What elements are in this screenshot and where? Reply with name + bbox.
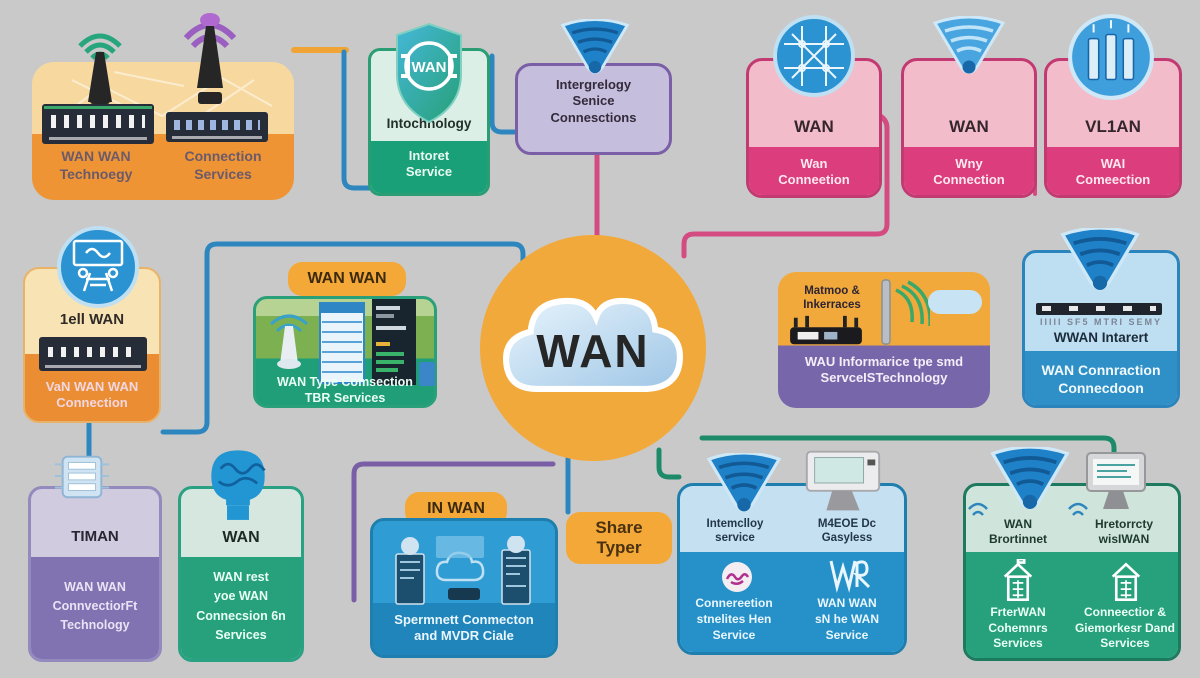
pink2-title: WAN <box>949 117 989 136</box>
connector-blue-left-bracket <box>341 49 373 191</box>
timan-panel <box>28 486 162 662</box>
antenna-purple-icon <box>183 13 237 104</box>
wifi-arcs-icon <box>968 502 1088 516</box>
cloud-icon <box>503 297 683 392</box>
wan-wan-pill: WAN WAN <box>288 262 406 296</box>
network-globe-icon <box>773 15 855 97</box>
connector-teal-long <box>699 435 1117 489</box>
router-icon <box>790 315 862 345</box>
shield-wan-badge-icon: WAN <box>396 22 462 124</box>
antenna-pole-icon <box>881 279 930 345</box>
share-typer-label: Typer <box>596 538 642 557</box>
intochnology-label: Intochnology <box>386 116 472 131</box>
wifi-icon <box>560 19 630 74</box>
svg-text:WAN: WAN <box>412 59 447 76</box>
connector-pink-right <box>681 111 890 259</box>
antenna-green-icon <box>270 314 308 369</box>
timan-title: TIMAN <box>71 528 119 545</box>
scribble-badge-icon <box>722 562 752 592</box>
dark-table-icon <box>372 299 416 385</box>
servers-icon <box>1068 14 1154 100</box>
antenna-green-icon <box>78 33 122 104</box>
share-typer-label: Share <box>595 517 643 537</box>
wifi-icon <box>932 16 1006 74</box>
share-typer-pill: Share Typer <box>566 512 672 564</box>
brain-icon <box>211 450 266 520</box>
cloud-icon <box>928 290 982 314</box>
building-icon <box>1003 559 1033 602</box>
wau-top-label: Matmoo &Inkerraces <box>803 285 861 312</box>
box-wau-informarice: Matmoo &Inkerraces WAU Informarice tpe s… <box>778 272 990 408</box>
monitor-icon <box>1086 452 1146 509</box>
wwan-device-row: IIIII SF5 MTRI SEMY <box>1039 317 1162 327</box>
wan-cloud-label: WAN <box>536 325 650 377</box>
connector-blue-long <box>160 241 526 435</box>
connector-blue-right-hook <box>489 53 519 135</box>
building-icon <box>1111 562 1141 602</box>
chip-icon <box>54 455 110 499</box>
brain-title: WAN <box>222 529 260 546</box>
switch-device-icon <box>39 337 147 371</box>
modem-device-icon <box>1036 303 1162 315</box>
switch-device-icon <box>166 112 268 142</box>
wifi-icon <box>1060 228 1140 291</box>
wwan-title: WWAN Intarert <box>1053 330 1149 345</box>
wifi-icon <box>990 447 1070 510</box>
desktop-icon <box>805 450 881 511</box>
connector-purple <box>351 461 556 603</box>
servers-people-cloud-icon <box>395 536 531 605</box>
whiteboard-icon <box>57 226 139 308</box>
tell-title: 1ell WAN <box>59 311 125 328</box>
pink-panel <box>901 58 1037 198</box>
connector-teal-short <box>656 447 682 480</box>
monogram-icon <box>829 560 871 593</box>
brgreen-panel <box>963 483 1181 661</box>
box-wwan-intarert: IIIII SF5 MTRI SEMY WWAN Intarert WAN Co… <box>1022 228 1180 408</box>
wifi-icon <box>706 453 782 512</box>
blue-tag-icon <box>419 362 435 386</box>
wan-cloud-hub: WAN <box>480 235 706 461</box>
spreadsheet-icon <box>319 302 365 384</box>
switch-device-icon <box>42 104 154 144</box>
pink1-title: WAN <box>794 117 834 136</box>
pink3-title: VL1AN <box>1085 117 1141 136</box>
mesh-lines-icon <box>51 71 273 125</box>
